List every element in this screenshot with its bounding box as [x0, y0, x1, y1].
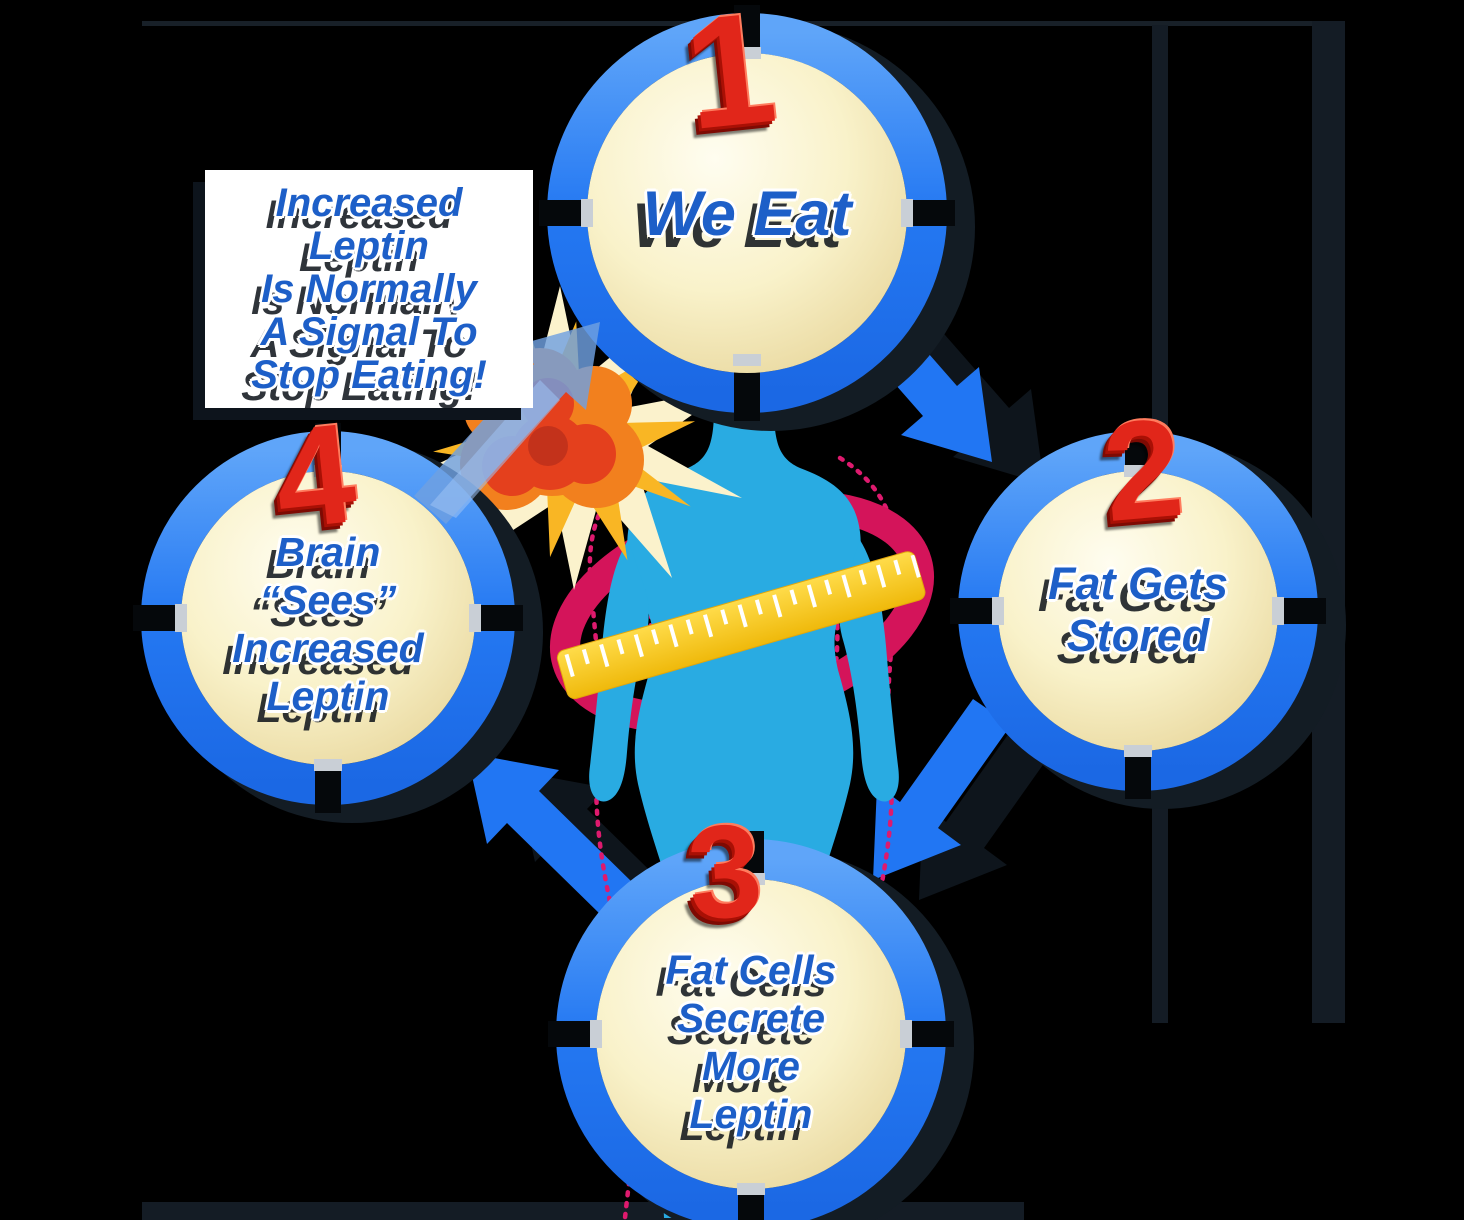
explosion-arrow: [414, 322, 600, 524]
measuring-tape: [556, 551, 926, 700]
step-4-circle: [133, 423, 543, 823]
step-1-circle: [539, 5, 975, 431]
step-3-circle: [548, 831, 974, 1220]
arrow-2-to-3: [873, 699, 1057, 900]
callout-box: [205, 170, 533, 408]
step-2-circle: [950, 423, 1346, 809]
